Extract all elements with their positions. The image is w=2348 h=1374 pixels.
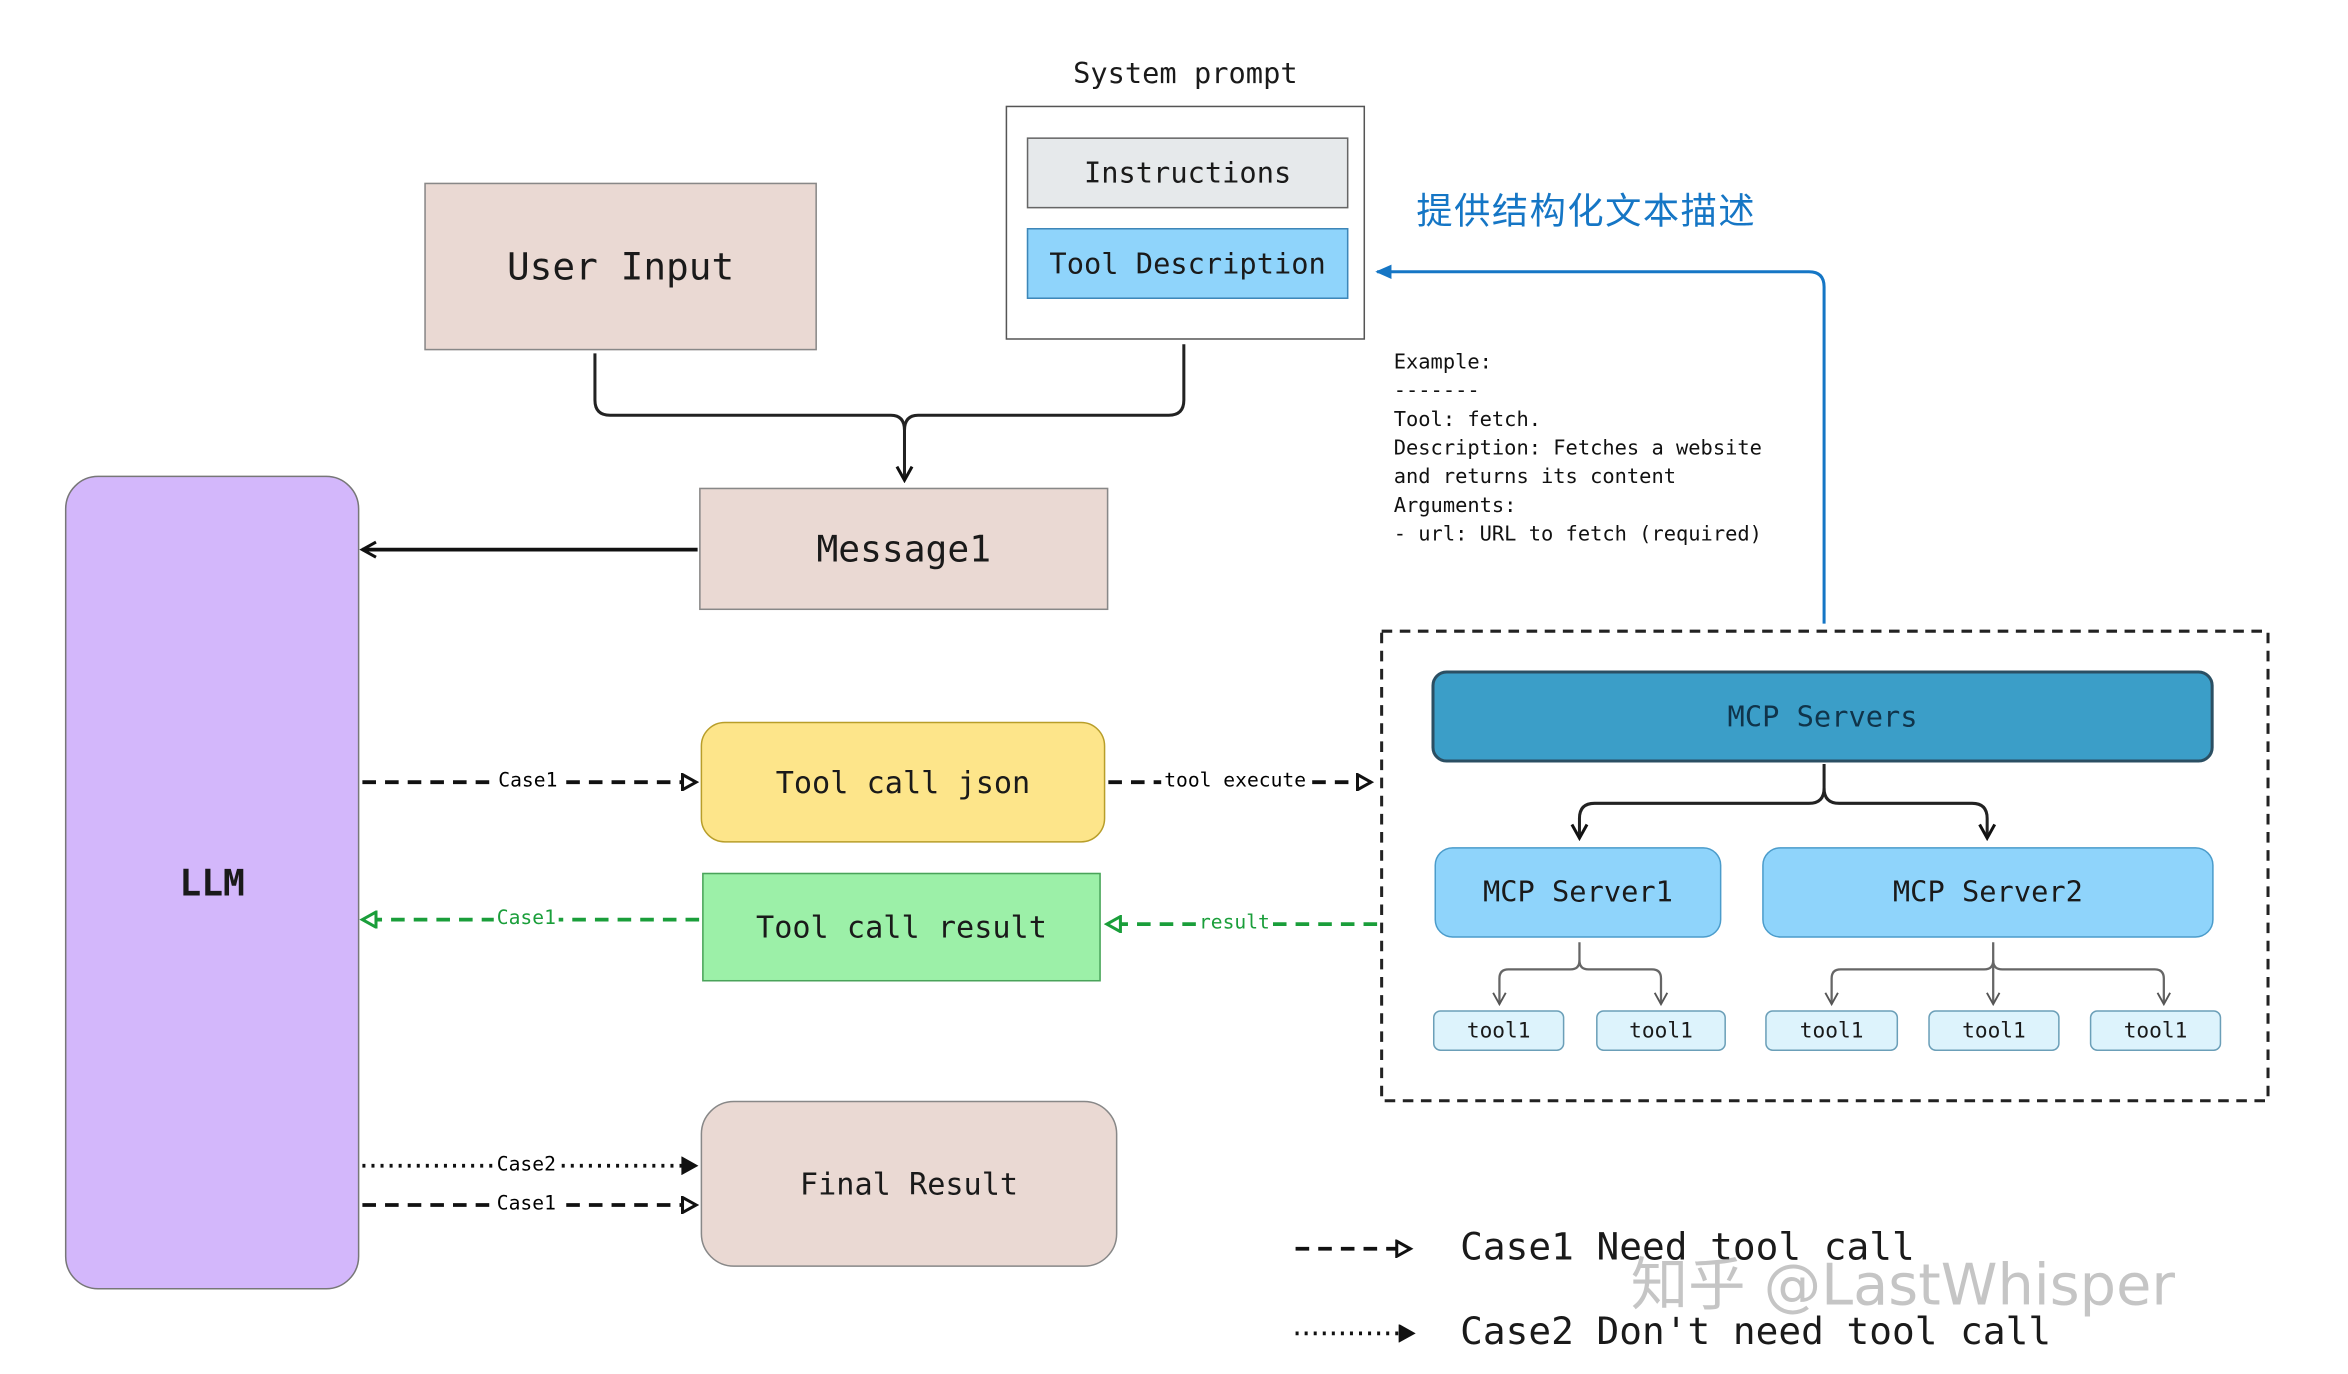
example-line: and returns its content — [1393, 465, 1677, 490]
edge-label-case2: Case2 — [493, 1154, 559, 1177]
example-line: - url: URL to fetch (required) — [1393, 522, 1762, 547]
mcp-servers-box: MCP Servers — [1431, 670, 2214, 763]
legend-case2-label: Case2 Don't need tool call — [1460, 1309, 2052, 1353]
edge-label-tool-execute: tool execute — [1161, 771, 1310, 793]
tool-call-json-box: Tool call json — [700, 721, 1106, 843]
message1-box: Message1 — [699, 487, 1109, 611]
tool-box: tool1 — [1596, 1010, 1726, 1051]
user-input-box: User Input — [424, 182, 817, 351]
mcp-server2-box: MCP Server2 — [1762, 847, 2214, 938]
example-line: Arguments: — [1393, 493, 1517, 518]
structured-description-label: 提供结构化文本描述 — [1416, 190, 1757, 233]
edge-label-case1-final: Case1 — [493, 1194, 559, 1216]
tool-call-result-box: Tool call result — [702, 872, 1101, 982]
system-prompt-connector — [902, 344, 1186, 431]
legend-case1-label: Case1 Need tool call — [1460, 1224, 1915, 1269]
tool-box: tool1 — [2089, 1010, 2222, 1051]
watermark: 知乎 @LastWhisper — [1630, 1251, 2175, 1319]
tool-box: tool1 — [1432, 1010, 1565, 1051]
tool-description-box: Tool Description — [1026, 228, 1349, 299]
llm-box: LLM — [64, 475, 360, 1290]
system-prompt-title: System prompt — [1073, 57, 1298, 91]
mcp-container — [1380, 629, 2270, 1103]
edge-label-case1-result: Case1 — [493, 908, 559, 931]
tool-box: tool1 — [1765, 1010, 1899, 1051]
structured-description-arrow — [1375, 264, 1826, 624]
edge-label-case1: Case1 — [495, 771, 561, 793]
example-line: ------- — [1393, 379, 1480, 404]
user-input-connector — [593, 353, 905, 480]
tool-box: tool1 — [1928, 1010, 2060, 1051]
edge-label-result: result — [1195, 913, 1273, 935]
mcp-server1-box: MCP Server1 — [1434, 847, 1722, 938]
example-line: Tool: fetch. — [1393, 407, 1542, 432]
example-line: Description: Fetches a website — [1393, 436, 1762, 461]
instructions-box: Instructions — [1026, 137, 1349, 209]
tool-example-block: Example: ------- Tool: fetch. Descriptio… — [1394, 349, 1762, 550]
final-result-box: Final Result — [700, 1100, 1118, 1267]
example-line: Example: — [1393, 350, 1492, 375]
